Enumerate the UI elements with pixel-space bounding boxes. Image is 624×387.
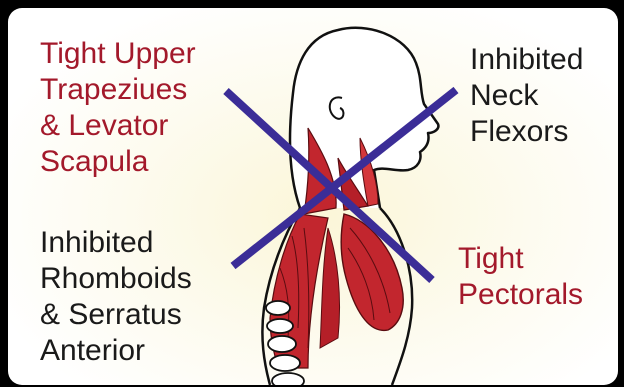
- label-line: Tight: [458, 241, 583, 277]
- label-line: & Levator: [40, 108, 196, 144]
- label-line: Anterior: [40, 333, 192, 369]
- label-line: Trapeziues: [40, 72, 196, 108]
- label-inhibited-neck-flexors: Inhibited Neck Flexors: [470, 42, 583, 150]
- label-line: Inhibited: [470, 42, 583, 78]
- serratus-muscle: [320, 228, 340, 348]
- label-line: Flexors: [470, 114, 583, 150]
- label-inhibited-rhomboids-serratus: Inhibited Rhomboids & Serratus Anterior: [40, 225, 192, 369]
- pectoral-muscle: [341, 214, 403, 330]
- label-line: Inhibited: [40, 225, 192, 261]
- label-line: Tight Upper: [40, 36, 196, 72]
- label-tight-upper-trapezius: Tight Upper Trapeziues & Levator Scapula: [40, 36, 196, 180]
- label-line: Neck: [470, 78, 583, 114]
- label-line: Pectorals: [458, 277, 583, 313]
- label-tight-pectorals: Tight Pectorals: [458, 241, 583, 313]
- label-line: Rhomboids: [40, 261, 192, 297]
- diagram-card: Tight Upper Trapeziues & Levator Scapula…: [8, 8, 618, 385]
- label-line: Scapula: [40, 144, 196, 180]
- label-line: & Serratus: [40, 297, 192, 333]
